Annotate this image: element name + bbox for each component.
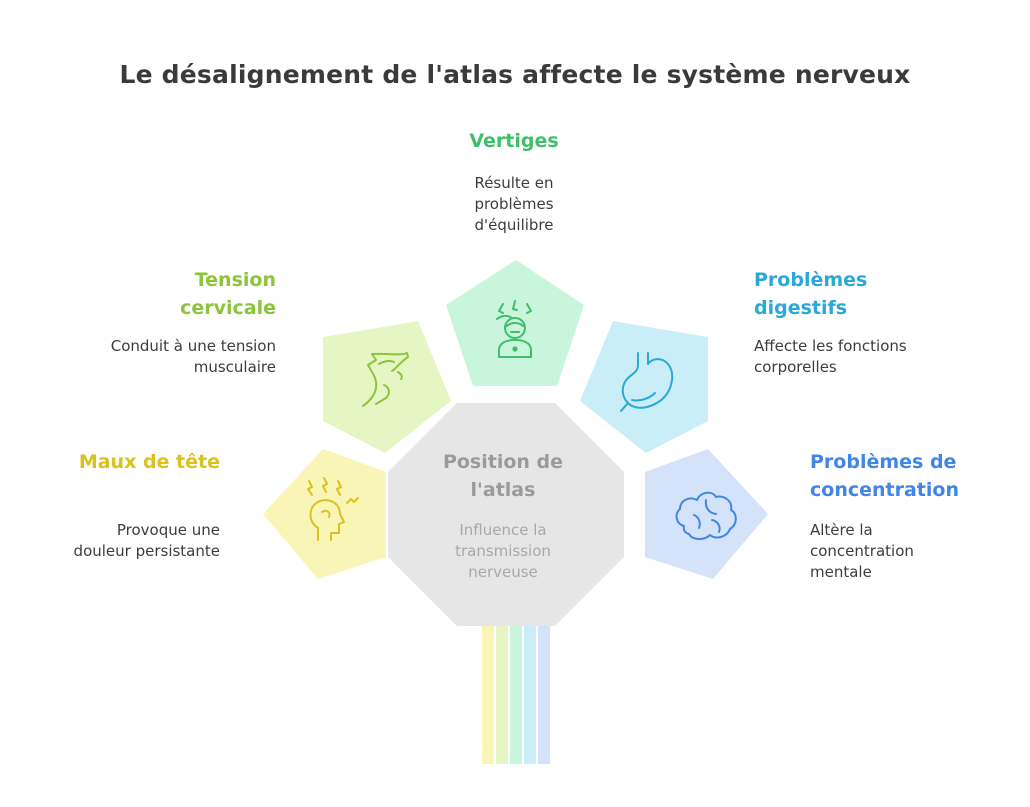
description-tension-cervicale: Conduit à une tension musculaire [110, 337, 276, 376]
heading-problemes-digestifs: Problèmes digestifs [754, 269, 868, 319]
pentagon-problemes-de-concentration [645, 449, 768, 579]
stem-bar-1 [482, 626, 494, 764]
heading-problemes-de-concentration: Problèmes de concentration [810, 451, 959, 501]
pentagon-problemes-digestifs [580, 321, 708, 453]
center-title: Position de l'atlas [442, 451, 564, 501]
dizzy-person-icon [496, 300, 532, 358]
description-problemes-de-concentration: Altère la concentration mentale [810, 521, 914, 581]
pentagon-maux-de-tete [263, 449, 386, 579]
center-description: Influence la transmission nerveuse [455, 521, 551, 581]
description-vertiges: Résulte en problèmes d'équilibre [474, 174, 554, 234]
center-octagon [388, 403, 624, 626]
brain-icon [675, 491, 737, 540]
heading-maux-de-tete: Maux de tête [78, 451, 220, 473]
neck-tension-icon [362, 352, 409, 407]
stem-bar-5 [538, 626, 550, 764]
description-maux-de-tete: Provoque une douleur persistante [73, 521, 220, 560]
stem-bar-4 [524, 626, 536, 764]
headache-icon [307, 477, 359, 541]
stem-bar-2 [496, 626, 508, 764]
stem-bar-3 [510, 626, 522, 764]
heading-vertiges: Vertiges [469, 130, 559, 152]
description-problemes-digestifs: Affecte les fonctions corporelles [754, 337, 907, 376]
page-title: Le désalignement de l'atlas affecte le s… [119, 60, 911, 89]
stem [482, 626, 550, 764]
heading-tension-cervicale: Tension cervicale [180, 269, 276, 319]
stomach-icon [620, 352, 674, 412]
